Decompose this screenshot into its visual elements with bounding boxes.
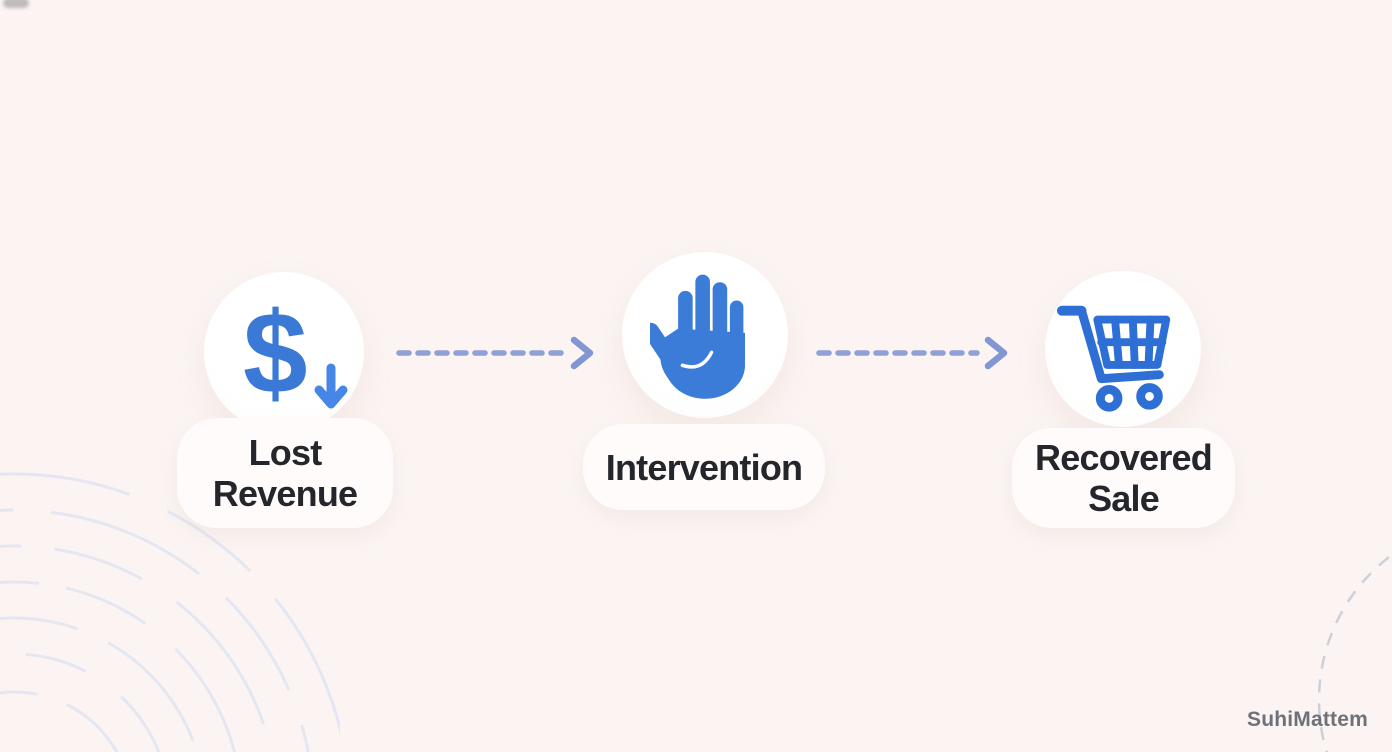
node-circle-lost-revenue — [204, 272, 364, 432]
label-pill-recovered-sale: Recovered Sale — [1012, 428, 1235, 528]
dashed-arrow-connector-1 — [396, 336, 594, 370]
corner-smudge — [3, 0, 29, 8]
down-arrow-icon — [314, 363, 348, 409]
node-label-line: Lost — [248, 432, 323, 473]
dashed-arrow-connector-2 — [816, 336, 1008, 370]
node-label-line: Revenue — [212, 473, 358, 514]
node-label-line: Intervention — [605, 446, 803, 488]
node-circle-recovered-sale — [1045, 271, 1201, 427]
watermark-text: SuhiMattem — [1246, 708, 1368, 731]
shopping-cart-icon — [1056, 305, 1171, 412]
dollar-decline-icon: $ — [243, 288, 308, 418]
label-pill-intervention: Intervention — [583, 424, 825, 510]
node-label-line: Sale — [1088, 478, 1160, 519]
label-pill-lost-revenue: Lost Revenue — [177, 418, 393, 528]
node-label-line: Recovered — [1035, 437, 1213, 478]
stop-hand-icon — [650, 274, 746, 399]
